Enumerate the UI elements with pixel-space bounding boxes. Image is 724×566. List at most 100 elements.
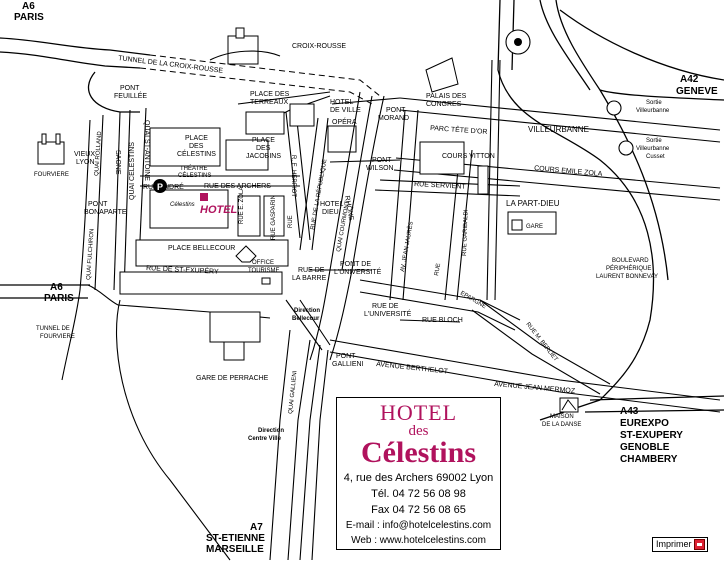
a43-line3: GENOBLE xyxy=(620,442,670,453)
tunnel-fourviere-label-1: TUNNEL DE xyxy=(36,326,70,332)
rue-gasparin-label: RUE GASPARIN xyxy=(271,195,277,240)
palais-congres-label-1: PALAIS DES xyxy=(426,93,467,100)
place-jacobins-label-1: PLACE xyxy=(252,137,275,144)
card-title-name: Célestins xyxy=(361,436,476,469)
card-tel: Tél. 04 72 56 08 98 xyxy=(371,488,466,500)
parking-caption: Célestins xyxy=(170,202,195,208)
hotel-info-card: HOTEL des Célestins 4, rue des Archers 6… xyxy=(336,397,501,550)
place-celestins-label-2: DES xyxy=(189,143,204,150)
vieux-lyon-label-1: VIEUX xyxy=(74,151,95,158)
sortie-cusset-label-3: Cusset xyxy=(646,154,665,160)
a6-west-city: PARIS xyxy=(44,293,74,304)
pont-wilson-label-2: WILSON xyxy=(366,165,394,172)
tunnel-croix-rousse xyxy=(149,54,381,97)
pont-bonaparte-label-2: BONAPARTE xyxy=(84,209,127,216)
croix-rousse-label: CROIX-ROUSSE xyxy=(292,43,346,50)
a7-label: A7 xyxy=(250,522,263,533)
rue-herriot-label: R. E. HERRIOT xyxy=(290,155,296,197)
card-title-hotel: HOTEL xyxy=(379,400,458,425)
a7-line1: ST-ETIENNE xyxy=(206,533,265,544)
hotel-ville-label-1: HOTEL xyxy=(330,99,353,106)
boulevard-label-3: LAURENT BONNEVAY xyxy=(596,274,658,280)
pont-feuillee-label-2: FEUILLÉE xyxy=(114,91,147,100)
rue-servient-label: RUE SERVIENT xyxy=(414,181,467,191)
rue-small-label: RUE xyxy=(288,215,294,228)
direction-bellecour-label-2: Bellecour xyxy=(292,316,320,322)
av-jean-jaures-label: AV. JEAN JAURÈS xyxy=(399,221,415,272)
place-celestins-label-3: CÉLESTINS xyxy=(177,149,216,158)
a6-north-label: A6 xyxy=(22,1,35,12)
pont-universite-label-2: L'UNIVERSITÉ xyxy=(334,267,382,276)
saone-label: SAONE xyxy=(114,150,121,175)
rue-universite-label-2: L'UNIVERSITÉ xyxy=(364,309,412,318)
rue-universite-label-1: RUE DE xyxy=(372,303,399,310)
pont-bonaparte-label-1: PONT xyxy=(88,201,108,208)
parking-letter: P xyxy=(157,182,163,192)
rue-berliet-label: RUE M. BERLIET xyxy=(524,322,558,364)
sortie-villeurbanne-label-2: Villeurbanne xyxy=(636,108,670,114)
villeurbanne-label: VILLEURBANNE xyxy=(528,125,589,134)
hotel-dieu-label-1: HOTEL xyxy=(320,201,343,208)
place-celestins-label-1: PLACE xyxy=(185,135,208,142)
quai-celestins-label: QUAI CELESTINS xyxy=(129,142,136,200)
a42-label: A42 xyxy=(680,74,699,85)
hotel-marker-icon xyxy=(200,193,208,201)
a42-city: GENEVE xyxy=(676,86,718,97)
print-button-label: Imprimer xyxy=(656,539,692,549)
theatre-label-1: THÉATRE xyxy=(180,165,208,172)
place-jacobins-label-3: JACOBINS xyxy=(246,153,281,160)
opera-label: OPÉRA xyxy=(332,117,357,126)
a6-west-label: A6 xyxy=(50,282,63,293)
rue-andre-label: RUE ANDRÉ xyxy=(143,182,184,191)
pont-wilson-label-1: PONT xyxy=(372,157,392,164)
quai-fulchiron-label: QUAI FULCHIRON xyxy=(86,229,96,281)
rue-republique-label: RUE DE LA RÉPUBLIQUE xyxy=(309,159,328,231)
avenue-mermoz-label: AVENUE JEAN MERMOZ xyxy=(494,381,576,395)
pont-gallieni-label-2: GALLIENI xyxy=(332,361,364,368)
maison-danse-label-1: MAISON xyxy=(550,414,574,420)
avenue-berthelot-label: AVENUE BERTHELOT xyxy=(376,361,449,376)
place-bellecour-label: PLACE BELLECOUR xyxy=(168,245,235,252)
cours-zola-label: COURS EMILE ZOLA xyxy=(534,165,603,178)
quai-gallieni-label: QUAI GALLIENI xyxy=(288,370,299,414)
part-dieu-label: LA PART-DIEU xyxy=(506,199,560,208)
epargne-label: EPARGNE xyxy=(459,291,487,311)
quai-rolland-label: QUAI ROLLAND xyxy=(94,130,103,176)
card-email[interactable]: E-mail : info@hotelcelestins.com xyxy=(345,520,492,531)
card-address: 4, rue des Archers 69002 Lyon xyxy=(343,472,494,484)
maison-danse-label-2: DE LA DANSE xyxy=(542,422,581,428)
parking-icon xyxy=(153,179,167,193)
place-terreaux-label-1: PLACE DES xyxy=(250,91,290,98)
a43-line4: CHAMBERY xyxy=(620,454,678,465)
gare-label: GARE xyxy=(526,224,543,230)
print-button[interactable]: Imprimer xyxy=(652,537,708,552)
vieux-lyon-label-2: LYON xyxy=(76,159,95,166)
cours-vitton-label: COURS VITTON xyxy=(442,153,495,160)
office-tourisme-label-1: OFFICE xyxy=(252,260,274,266)
rue-zola-label: RUE E. ZOLA xyxy=(239,187,245,224)
quai-st-antoine-label: QUAI ST-ANTOINE xyxy=(143,120,150,181)
sortie-cusset-label-1: Sortie xyxy=(646,138,662,144)
boulevard-label-2: PÉRIPHÉRIQUE xyxy=(606,265,651,272)
a43-line1: EUREXPO xyxy=(620,418,669,429)
place-jacobins-label-2: DES xyxy=(256,145,271,152)
rue-archers-label: RUE DES ARCHERS xyxy=(204,183,271,190)
direction-bellecour-label-1: Direction xyxy=(294,308,320,314)
pont-universite-label-1: PONT DE xyxy=(340,261,371,268)
theatre-label-2: CÉLESTINS xyxy=(178,172,211,179)
rue-barre-label-1: RUE DE xyxy=(298,267,325,274)
rue-garibaldi-label: RUE GARIBALDI xyxy=(462,209,470,256)
sortie-villeurbanne-label-1: Sortie xyxy=(646,100,662,106)
card-title-des: des xyxy=(408,423,429,439)
place-terreaux-label-2: TERREAUX xyxy=(250,99,288,106)
parc-tete-or-label: PARC TÊTE D'OR xyxy=(430,123,488,136)
printer-icon xyxy=(694,539,705,550)
sortie-cusset-label-2: Villeurbanne xyxy=(636,146,670,152)
pont-morand-label-2: MORAND xyxy=(378,115,409,122)
palais-congres-label-2: CONGRES xyxy=(426,101,462,108)
office-tourisme-label-2: TOURISME xyxy=(248,268,280,274)
fourviere-label: FOURVIERE xyxy=(34,172,69,178)
card-web[interactable]: Web : www.hotelcelestins.com xyxy=(351,535,486,546)
